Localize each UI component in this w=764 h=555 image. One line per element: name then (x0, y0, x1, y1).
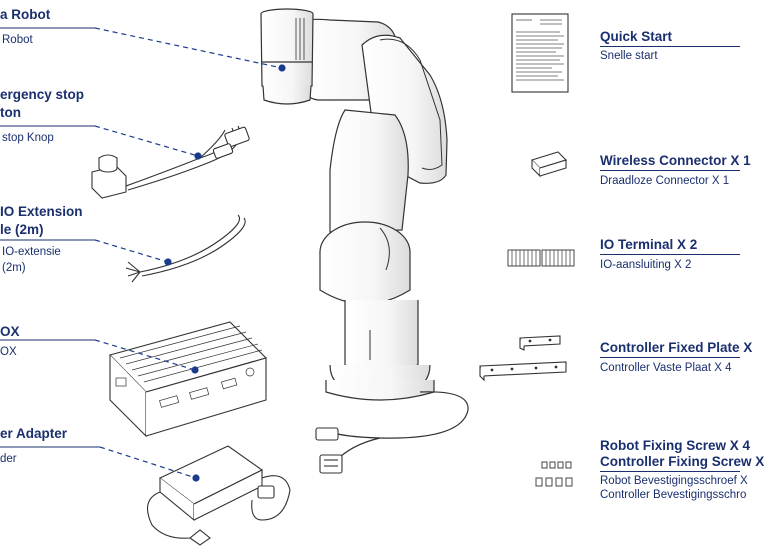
robot-cable (329, 391, 469, 463)
io-terminals (507, 249, 575, 267)
fixed-plates (479, 335, 567, 382)
label-robot-title: a Robot (0, 7, 51, 22)
label-box-subtitle: OX (0, 346, 17, 358)
label-adapter-subtitle: der (0, 453, 17, 465)
power-adapter (158, 445, 275, 522)
label-adapter-title: er Adapter (0, 426, 68, 441)
label-io-extension-title-2: le (2m) (0, 222, 44, 237)
label-emergency-stop-title-1: ergency stop (0, 87, 85, 102)
label-quick-start-title: Quick Start (600, 29, 673, 44)
label-screws-title-2: Controller Fixing Screw X (600, 454, 764, 469)
wireless-connector (530, 151, 568, 178)
label-io-terminal-title: IO Terminal X 2 (600, 237, 698, 252)
emergency-stop-button (91, 154, 127, 199)
label-emergency-stop-subtitle: stop Knop (2, 132, 54, 144)
robot-arm (299, 18, 448, 401)
label-quick-start-subtitle: Snelle start (600, 50, 658, 62)
label-screws-title-1: Robot Fixing Screw X 4 (600, 438, 751, 453)
product-illustration (0, 8, 575, 546)
io-extension-cable (125, 214, 246, 283)
label-wireless-underline (600, 170, 740, 171)
label-io-terminal-underline (600, 254, 740, 255)
label-robot-subtitle: Robot (2, 34, 33, 46)
label-screws-subtitle-1: Robot Bevestigingsschroef X (600, 475, 748, 487)
label-io-extension-subtitle-1: IO-extensie (2, 246, 61, 258)
leader-lines (94, 27, 283, 479)
label-wireless-subtitle: Draadloze Connector X 1 (600, 175, 730, 187)
label-wireless-title: Wireless Connector X 1 (600, 153, 751, 168)
cable-connectors (315, 427, 343, 474)
label-emergency-stop-title-2: ton (0, 105, 21, 120)
label-io-extension-subtitle-2: (2m) (2, 262, 26, 274)
label-fixed-plate-title: Controller Fixed Plate X (600, 340, 753, 355)
label-fixed-plate-underline (600, 357, 740, 358)
label-screws-subtitle-2: Controller Bevestigingsschro (600, 489, 747, 501)
label-box-title: OX (0, 324, 20, 339)
label-io-terminal-subtitle: IO-aansluiting X 2 (600, 259, 692, 271)
label-fixed-plate-subtitle: Controller Vaste Plaat X 4 (600, 362, 732, 374)
marker-dots (164, 64, 286, 482)
quick-start-booklet (511, 13, 569, 93)
fixing-screws (535, 461, 573, 487)
control-box (108, 321, 268, 438)
label-quick-start-underline (600, 46, 740, 47)
label-screws-underline (600, 471, 740, 472)
end-effector (260, 8, 314, 105)
label-io-extension-title-1: IO Extension (0, 204, 83, 219)
